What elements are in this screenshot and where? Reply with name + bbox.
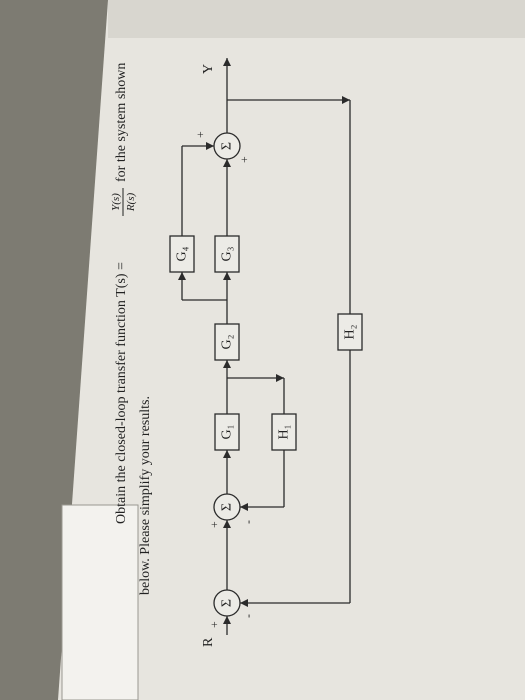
block-h1 bbox=[271, 413, 297, 451]
sign-s2-top: + bbox=[207, 521, 221, 528]
arrowhead bbox=[240, 599, 248, 607]
arrowhead bbox=[342, 96, 350, 104]
sign-s3-left: + bbox=[237, 156, 251, 163]
answer-box bbox=[61, 504, 139, 700]
problem-line-1: Obtain the closed-loop transfer function… bbox=[114, 262, 129, 524]
block-h2-label: H₂ bbox=[343, 324, 358, 339]
fraction-denominator: R(s) bbox=[125, 193, 137, 213]
block-g3 bbox=[214, 235, 240, 273]
paper-top-shadow bbox=[108, 0, 525, 38]
arrowhead bbox=[276, 374, 284, 382]
summing-junction-1 bbox=[213, 589, 241, 617]
block-g2 bbox=[214, 323, 240, 361]
sign-s1-top: + bbox=[207, 621, 221, 628]
block-g1 bbox=[214, 413, 240, 451]
problem-line-1-suffix: for the system shown bbox=[114, 63, 129, 182]
arrowhead bbox=[240, 503, 248, 511]
arrowhead bbox=[223, 450, 231, 458]
block-g2-label: G₂ bbox=[220, 334, 235, 349]
block-g3-label: G₃ bbox=[220, 246, 235, 261]
problem-line-1-prefix: Obtain the closed-loop transfer function… bbox=[114, 262, 129, 524]
arrowhead bbox=[223, 58, 231, 66]
arrowhead bbox=[223, 520, 231, 528]
block-g1-label: G₁ bbox=[220, 425, 235, 440]
block-h2 bbox=[337, 313, 363, 351]
summing-junction-3-symbol: Σ bbox=[220, 142, 235, 150]
sign-s3-top: + bbox=[193, 131, 207, 138]
arrowhead bbox=[223, 360, 231, 368]
arrowhead bbox=[206, 142, 214, 150]
summing-junction-2-symbol: Σ bbox=[220, 503, 235, 511]
problem-line-2: below. Please simplify your results. bbox=[138, 396, 153, 595]
arrowhead bbox=[223, 272, 231, 280]
summing-junction-2 bbox=[213, 493, 241, 521]
arrowhead bbox=[223, 616, 231, 624]
summing-junction-3 bbox=[213, 132, 241, 160]
summing-junction-1-symbol: Σ bbox=[220, 599, 235, 607]
block-g4 bbox=[169, 235, 195, 273]
block-h1-label: H₁ bbox=[277, 425, 292, 440]
sign-s1-left: - bbox=[241, 614, 255, 618]
arrowhead bbox=[223, 159, 231, 167]
fraction-numerator: Y(s) bbox=[110, 193, 122, 211]
rotated-content: Obtain the closed-loop transfer function… bbox=[110, 58, 363, 647]
sign-s2-left: - bbox=[241, 520, 255, 524]
output-label: Y bbox=[201, 64, 216, 74]
paper-sheet bbox=[58, 0, 525, 700]
arrowhead bbox=[178, 272, 186, 280]
input-label: R bbox=[201, 637, 216, 647]
block-g4-label: G₄ bbox=[175, 246, 190, 261]
